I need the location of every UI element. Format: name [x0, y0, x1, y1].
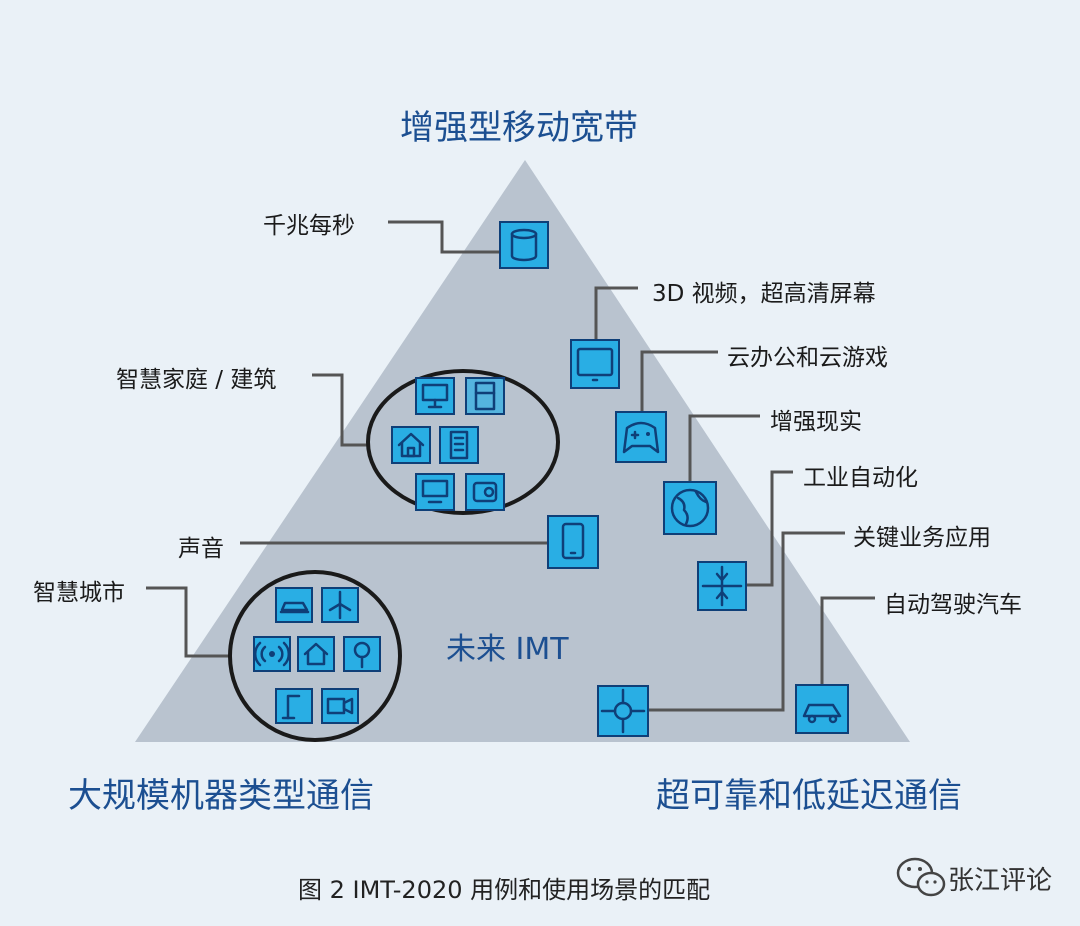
- connector-gigabit: [388, 220, 500, 254]
- phone-icon: [547, 515, 599, 569]
- monitor-icon: [570, 339, 620, 389]
- connector-smart-city: [146, 586, 232, 658]
- wind-turbine-icon: [321, 587, 359, 623]
- car-icon: [275, 587, 313, 623]
- label-mission-critical: 关键业务应用: [853, 525, 991, 551]
- connector-3d-video: [594, 286, 638, 340]
- heading-mmtc: 大规模机器类型通信: [68, 776, 374, 816]
- connector-cloud: [640, 350, 718, 412]
- label-autonomous: 自动驾驶汽车: [884, 592, 1022, 618]
- center-label: 未来 IMT: [446, 632, 569, 667]
- smart-city-cluster: [228, 570, 402, 742]
- wifi-icon: [253, 636, 291, 672]
- smart-home-cluster: [366, 369, 560, 515]
- street-lamp-icon: [275, 688, 313, 724]
- label-cloud: 云办公和云游戏: [727, 345, 888, 371]
- label-voice: 声音: [178, 536, 224, 562]
- car-icon: [795, 684, 849, 734]
- connector-industrial: [745, 470, 793, 587]
- home-icon: [297, 636, 335, 672]
- heading-embb: 增强型移动宽带: [400, 108, 638, 148]
- arrows-in-icon: [697, 561, 747, 611]
- heading-urllc: 超可靠和低延迟通信: [656, 776, 962, 816]
- camera-icon: [465, 473, 505, 511]
- house-icon: [391, 426, 431, 464]
- gamepad-icon: [615, 411, 667, 463]
- connector-lines: [146, 220, 875, 712]
- monitor-icon: [415, 377, 455, 415]
- fridge-icon: [465, 377, 505, 415]
- globe-icon: [663, 481, 717, 535]
- target-arrows-icon: [597, 685, 649, 737]
- connector-smart-home: [312, 373, 368, 447]
- building-icon: [439, 426, 479, 464]
- label-smart-home: 智慧家庭 / 建筑: [116, 367, 277, 393]
- database-icon: [499, 221, 549, 269]
- label-industrial: 工业自动化: [803, 465, 918, 491]
- watermark-text: 张江评论: [948, 866, 1053, 896]
- video-camera-icon: [321, 688, 359, 724]
- connector-mission-critical: [646, 531, 845, 712]
- tree-icon: [343, 636, 381, 672]
- label-gigabit: 千兆每秒: [263, 213, 355, 239]
- tv-icon: [415, 473, 455, 511]
- label-ar: 增强现实: [770, 409, 862, 435]
- wechat-icon: [896, 857, 946, 897]
- connector-ar: [688, 414, 760, 482]
- label-3d-video: 3D 视频，超高清屏幕: [652, 281, 876, 307]
- connector-autonomous: [820, 596, 875, 685]
- figure-caption: 图 2 IMT-2020 用例和使用场景的匹配: [298, 876, 711, 904]
- label-smart-city: 智慧城市: [33, 580, 125, 606]
